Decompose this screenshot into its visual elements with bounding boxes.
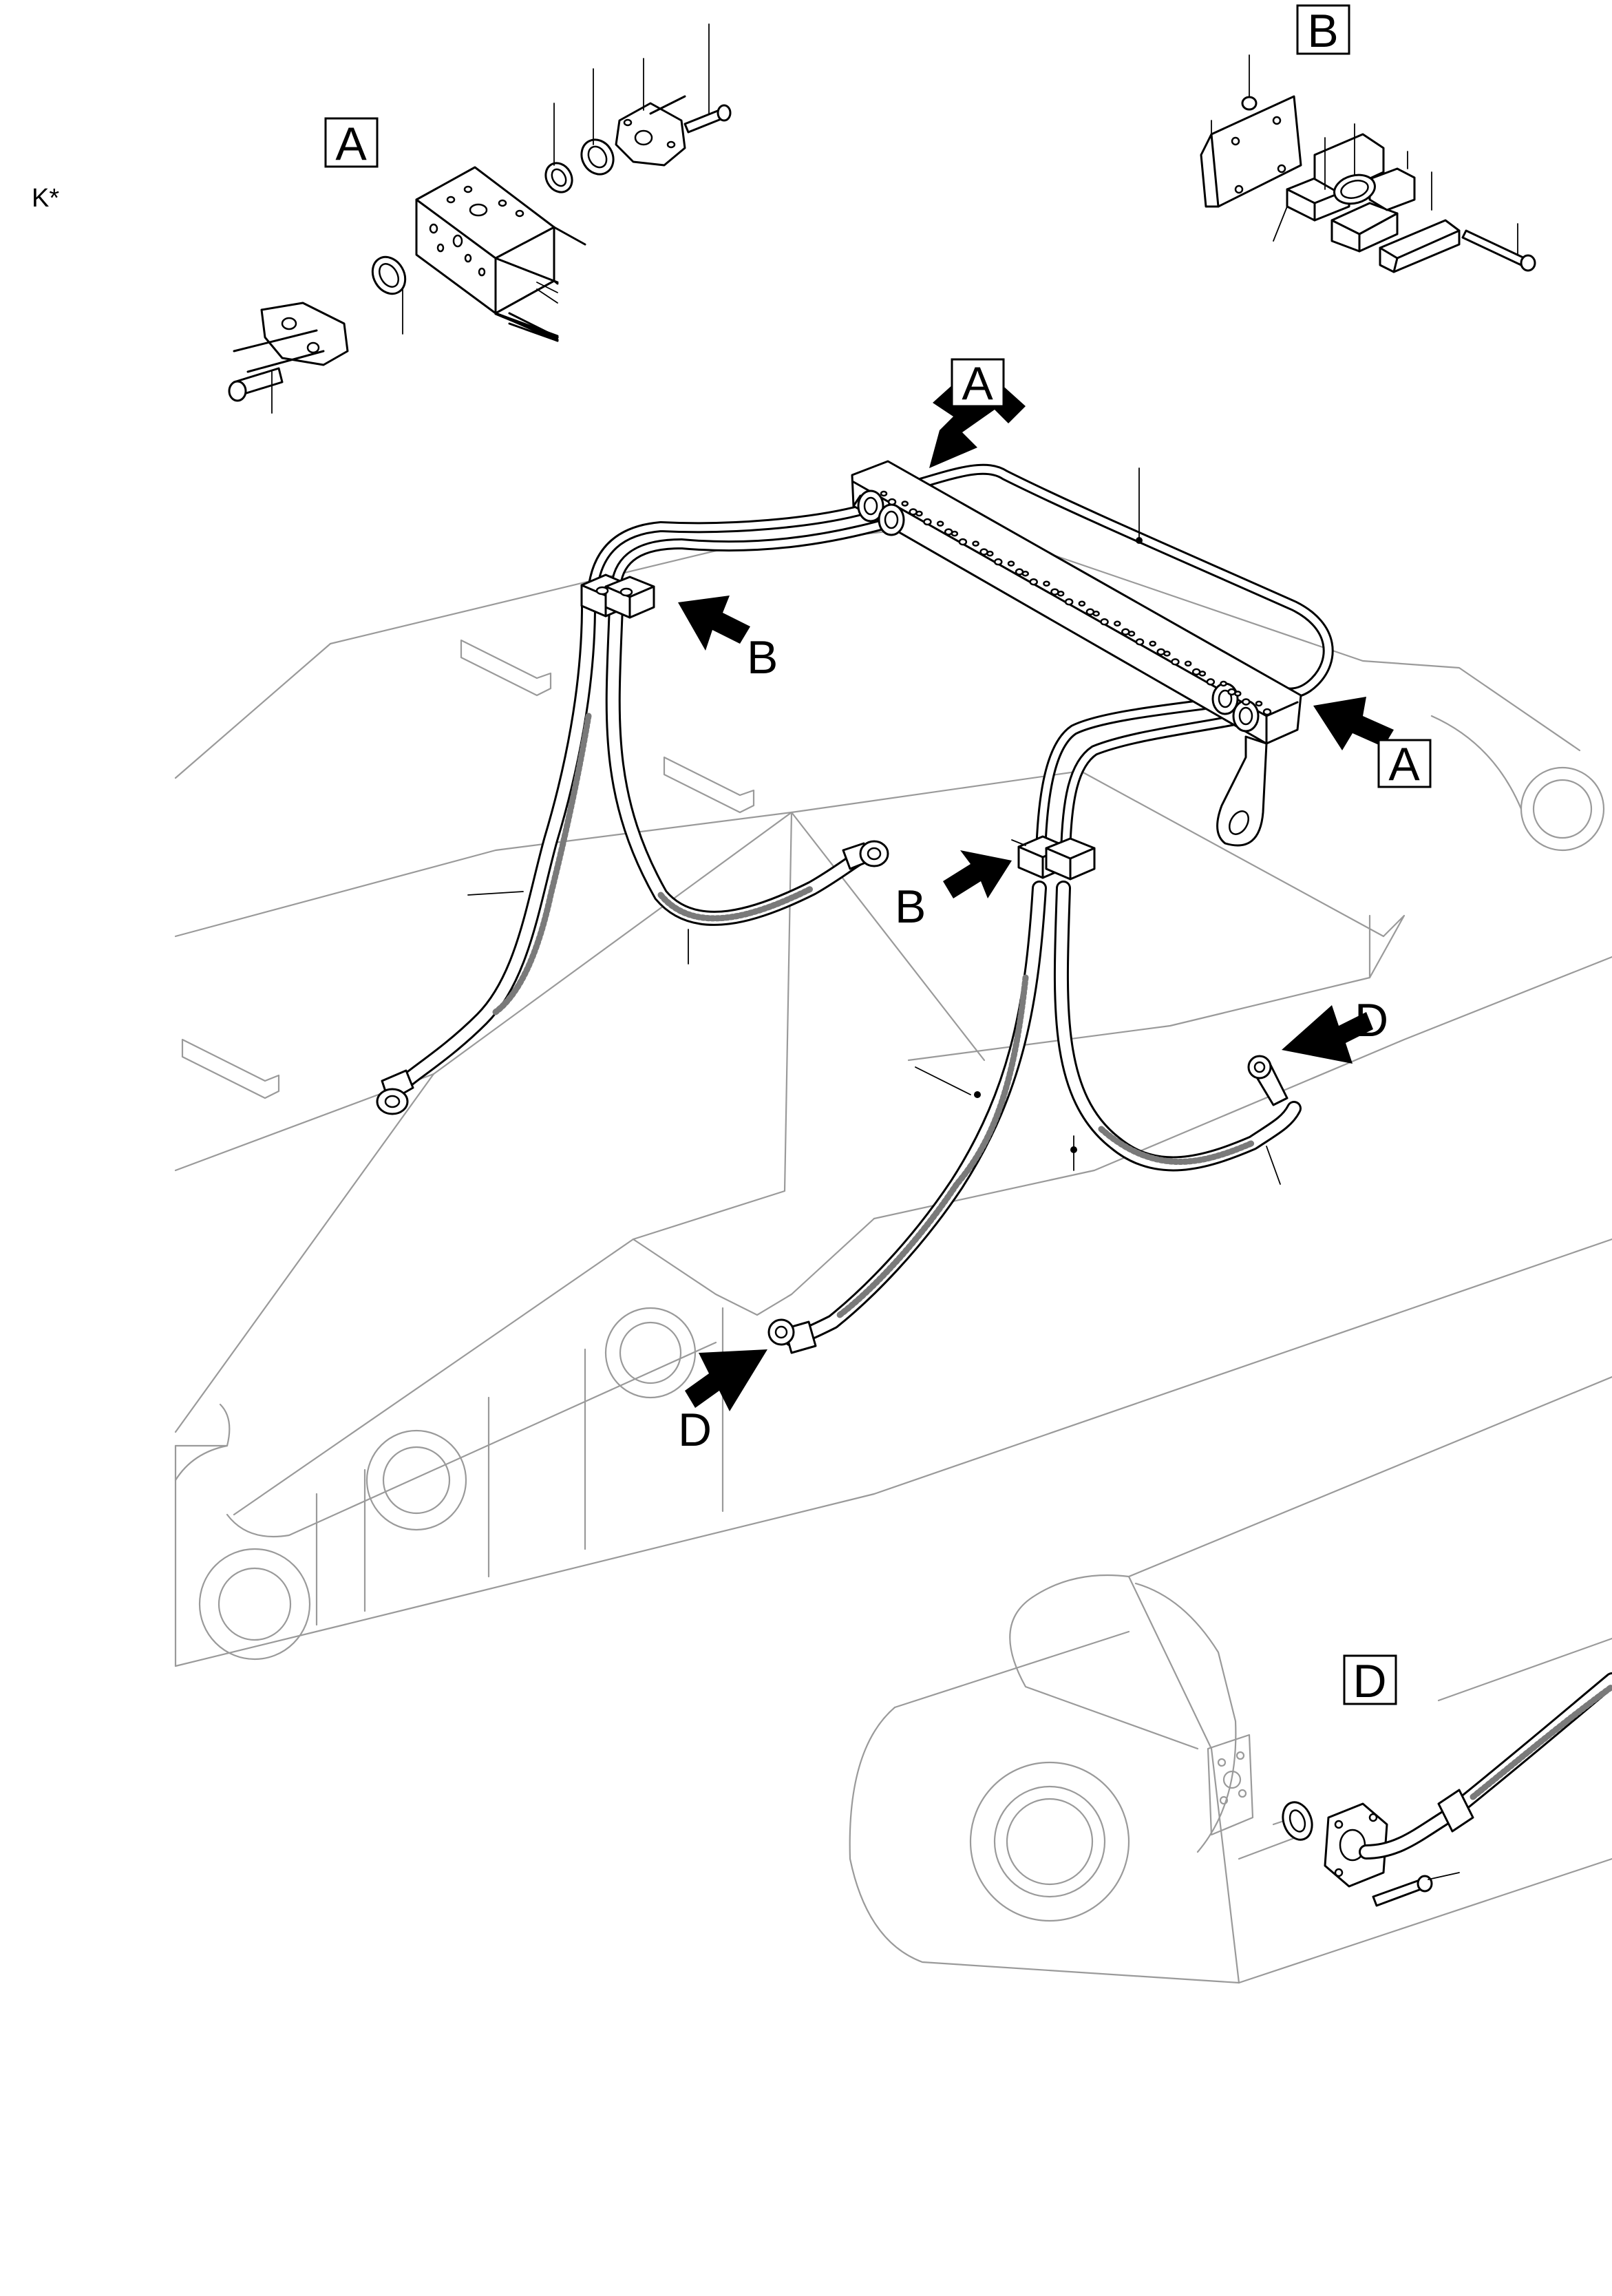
leader-lines	[467, 891, 1281, 1185]
arrow-a-right: A	[1313, 697, 1432, 790]
manifold-port-hole	[1021, 570, 1029, 577]
manifold-port-hole	[1234, 691, 1242, 697]
manifold-port-hole	[986, 550, 994, 557]
manifold-port-hole	[1198, 671, 1207, 677]
code-label: K*	[32, 184, 59, 213]
clamp-left	[580, 573, 655, 619]
callout-b-middle: B	[895, 881, 926, 933]
detail-a-title-box	[324, 117, 379, 168]
manifold-port-hole	[1064, 598, 1074, 606]
arrow-b-middle: B	[895, 850, 1012, 933]
detail-a: A	[228, 23, 732, 414]
manifold-hole-pattern	[880, 490, 1272, 716]
hose-fitting-bottom	[767, 1318, 817, 1354]
manifold-port-hole	[1029, 578, 1038, 586]
detail-d-title: D	[1353, 1655, 1386, 1707]
manifold-port-hole	[1220, 680, 1227, 687]
detail-b-title-box	[1296, 4, 1350, 55]
clamp-middle	[1011, 835, 1096, 881]
arrow-b-left: B	[678, 596, 778, 684]
arrow-d-right: D	[1282, 994, 1388, 1064]
detail-a-title: A	[335, 118, 367, 170]
manifold-port-hole	[1206, 678, 1216, 686]
manifold-port-hole	[880, 490, 888, 497]
manifold-port-hole	[1163, 651, 1171, 657]
boom-outline	[174, 522, 1612, 1984]
manifold-block-detail	[415, 166, 555, 315]
callout-a-right-box	[1377, 739, 1432, 788]
manifold-port-hole	[1114, 620, 1121, 627]
detail-b-title: B	[1307, 5, 1338, 57]
manifold-port-hole	[958, 538, 968, 546]
manifold-port-hole	[1127, 631, 1136, 637]
callout-d-bottom: D	[678, 1404, 712, 1456]
callout-d-right: D	[1355, 994, 1388, 1046]
manifold-bracket	[1216, 735, 1268, 847]
manifold-port-hole	[972, 540, 979, 547]
manifold-port-hole	[1135, 638, 1145, 646]
detail-d: D	[1282, 1654, 1612, 1907]
manifold-port-hole	[915, 510, 923, 517]
manifold-port-hole	[901, 501, 909, 507]
manifold-port-hole	[936, 520, 944, 527]
manifold-port-hole	[1092, 611, 1100, 617]
manifold-port-hole	[1078, 600, 1086, 607]
hose-fitting-left	[376, 1069, 414, 1115]
manifold-port-hole	[1149, 640, 1156, 647]
manifold-port-hole	[1262, 708, 1272, 716]
manifold-port-hole	[1043, 580, 1050, 587]
manifold-port-hole	[1255, 700, 1263, 707]
manifold-port-hole	[1100, 618, 1109, 626]
manifold-port-hole	[1007, 560, 1015, 567]
hoses	[395, 463, 1334, 1347]
manifold-bar	[851, 460, 1302, 847]
hose-middle-long	[784, 881, 1047, 1347]
callout-a-top: A	[962, 357, 993, 410]
clamp-bolt	[1461, 229, 1526, 266]
detail-d-title-box	[1343, 1654, 1397, 1705]
manifold-port-hole	[1171, 658, 1180, 666]
manifold-port-hole	[994, 558, 1003, 566]
detail-b: B	[1200, 4, 1536, 273]
arrow-a-top: A	[929, 357, 1026, 468]
manifold-port-hole	[951, 530, 959, 537]
manifold-port-hole	[923, 518, 932, 526]
callout-a-right: A	[1388, 738, 1420, 790]
callout-b-left: B	[747, 631, 778, 684]
return-pipe-loop	[896, 463, 1334, 699]
manifold-port-hole	[887, 498, 897, 506]
hose-fitting-center	[842, 840, 889, 870]
callout-arrows: A A B B D D	[678, 357, 1432, 1456]
callout-a-top-box	[951, 358, 1005, 408]
manifold-port-hole	[1057, 590, 1065, 597]
nut	[1241, 96, 1258, 111]
manifold-port-hole	[1184, 660, 1192, 667]
arrow-d-bottom: D	[678, 1349, 767, 1456]
hose-fitting-right	[1247, 1055, 1288, 1106]
clamp-half-lower	[1330, 202, 1399, 253]
manifold-port-hole	[1242, 698, 1251, 706]
pipe-right-inner	[1060, 714, 1244, 859]
